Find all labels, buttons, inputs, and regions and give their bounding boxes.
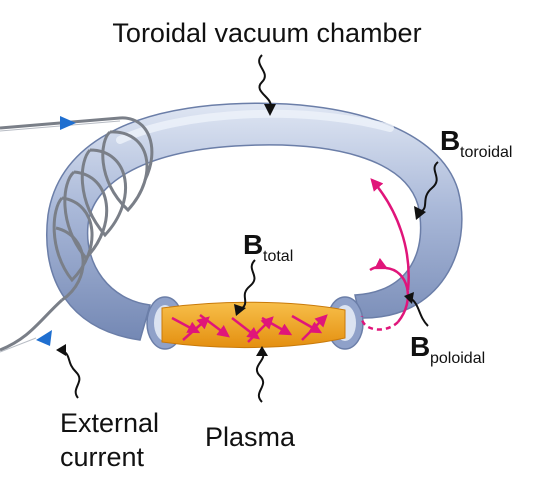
current-arrow-bottom-icon	[36, 330, 52, 346]
leader-b-total	[239, 259, 256, 311]
b-total-field-arrows	[171, 314, 328, 343]
external-coil	[0, 116, 154, 353]
label-plasma: Plasma	[205, 422, 296, 452]
leader-plasma	[255, 351, 265, 403]
b-toroidal-subscript: toroidal	[460, 144, 512, 161]
b-toroidal-arrow	[370, 178, 410, 291]
b-total-subscript: total	[263, 248, 293, 265]
leader-b-toroidal	[419, 161, 439, 213]
label-b-poloidal: B poloidal	[410, 331, 485, 367]
label-external-line1: External	[60, 408, 159, 438]
leader-external-current	[61, 349, 81, 399]
b-poloidal-symbol: B	[410, 331, 430, 362]
label-b-toroidal: B toroidal	[440, 125, 512, 161]
leader-chamber	[258, 54, 272, 109]
b-total-symbol: B	[243, 229, 263, 260]
b-poloidal-loop	[360, 257, 410, 331]
leader-arrowheads	[56, 104, 426, 356]
plasma-column	[161, 301, 346, 349]
label-b-total: B total	[243, 229, 293, 265]
torus-outer-body	[46, 102, 463, 341]
b-poloidal-subscript: poloidal	[430, 350, 485, 367]
current-arrow-top-icon	[60, 116, 76, 130]
label-external-line2: current	[60, 442, 145, 472]
b-toroidal-symbol: B	[440, 125, 460, 156]
label-toroidal-vacuum-chamber: Toroidal vacuum chamber	[112, 18, 421, 48]
